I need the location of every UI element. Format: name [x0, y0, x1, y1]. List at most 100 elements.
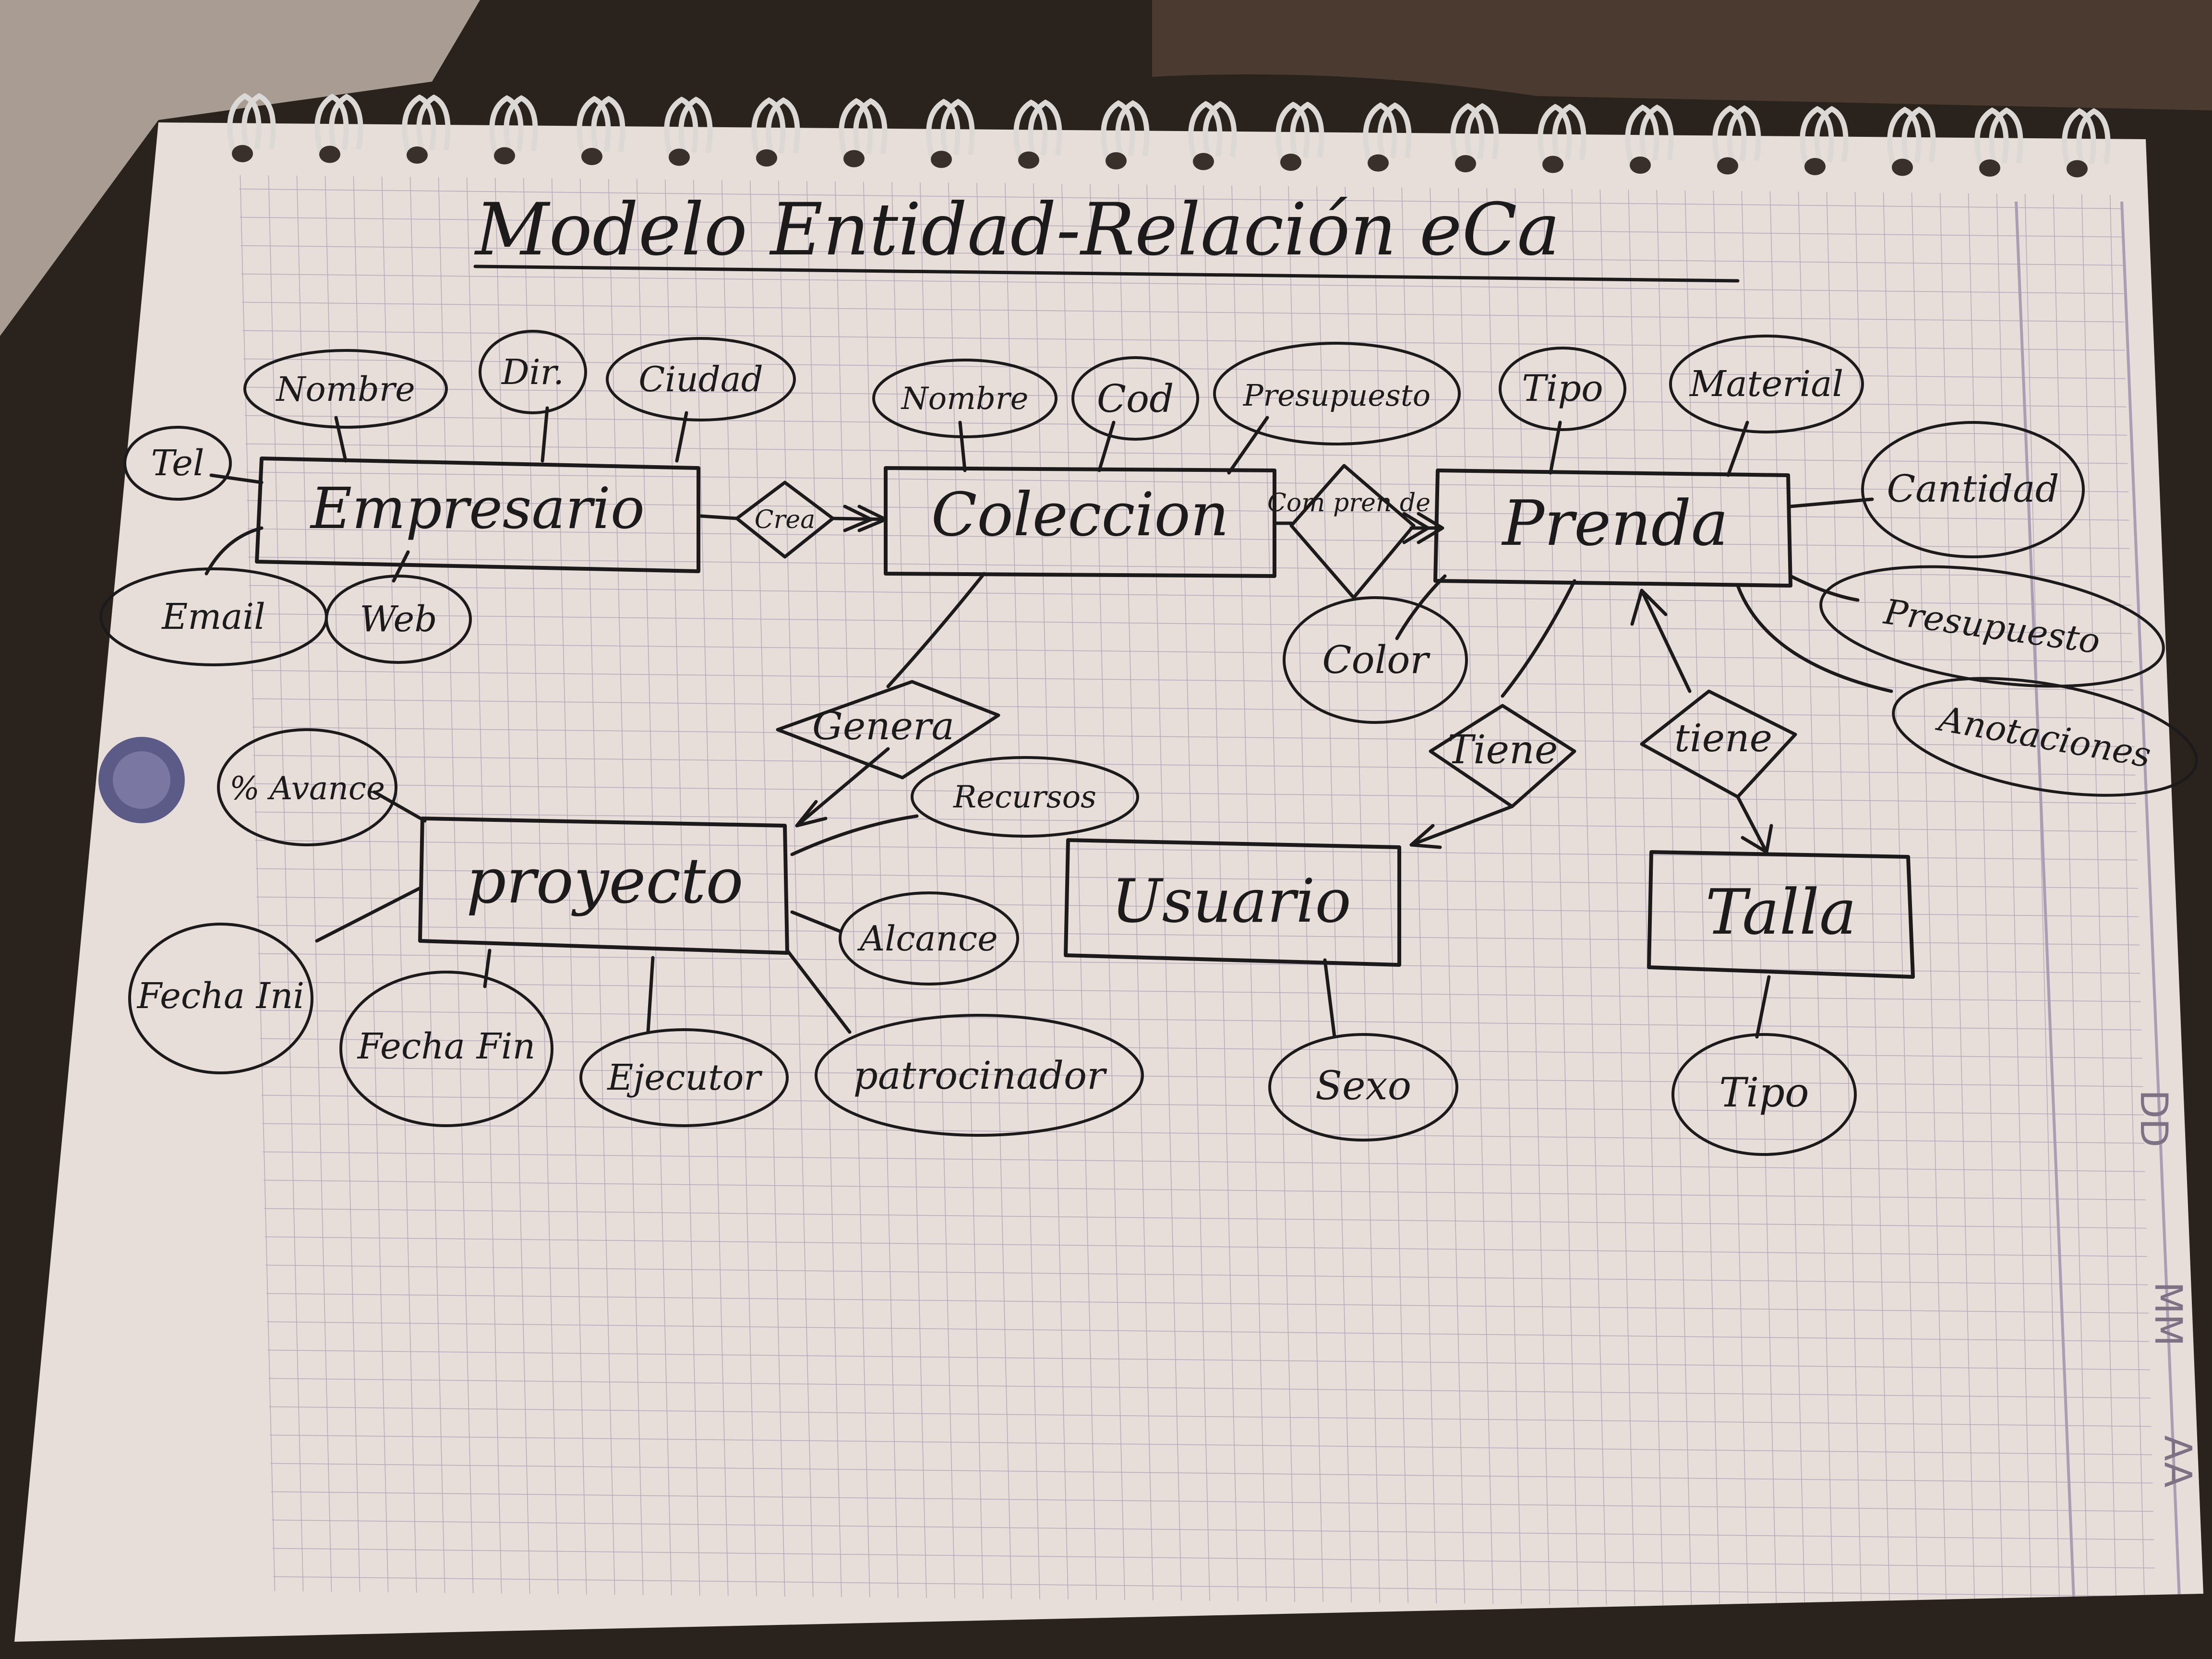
attribute-pre-presupuesto: Presupuesto: [1819, 565, 2165, 688]
spiral-ring: [1363, 102, 1397, 169]
attribute-pro-fechaini: Fecha Ini: [128, 923, 313, 1074]
spiral-ring: [1013, 99, 1048, 166]
year-label: AA: [2156, 1435, 2199, 1488]
spiral-ring: [664, 96, 698, 163]
spiral-ring: [591, 96, 625, 162]
spiral-hole: [1455, 155, 1476, 172]
relationship-label: Crea: [755, 505, 815, 534]
cloth-top-right: [1152, 0, 2212, 110]
attribute-label: Ciudad: [638, 359, 763, 399]
attribute-usu-sexo: Sexo: [1268, 1033, 1458, 1142]
attribute-emp-web: Web: [325, 575, 472, 664]
relationship-label: Com pren de: [1267, 489, 1431, 517]
day-label: DD: [2132, 1090, 2175, 1147]
spiral-hole: [581, 148, 602, 165]
spiral-ring: [504, 95, 538, 162]
attribute-emp-ciudad: Ciudad: [606, 337, 796, 421]
spiral-hole: [407, 146, 428, 164]
attribute-label: % Avance: [229, 770, 385, 807]
attribute-emp-tel: Tel: [123, 426, 232, 501]
spiral-ring: [853, 98, 888, 165]
attribute-col-presupuesto: Presupuesto: [1213, 342, 1461, 445]
spiral-ring: [2076, 108, 2111, 175]
spiral-ring: [1188, 101, 1223, 168]
attribute-pro-fechafin: Fecha Fin: [339, 971, 553, 1127]
spiral-hole: [1892, 158, 1913, 176]
relationship-label: Genera: [812, 704, 954, 748]
attribute-label: Anotaciones: [1933, 698, 2154, 775]
entity-label: Prenda: [1502, 487, 1729, 560]
attribute-label: patrocinador: [854, 1053, 1107, 1098]
spiral-ring: [839, 98, 873, 165]
entity-coleccion: Coleccion: [884, 466, 1276, 578]
spiral-ring: [1814, 106, 1849, 172]
attribute-pro-ejecutor: Ejecutor: [579, 1028, 789, 1127]
attribute-label: Cod: [1097, 376, 1174, 421]
spiral-ring: [489, 95, 524, 162]
spiral-hole: [1018, 151, 1039, 169]
relationship-genera: Genera: [776, 680, 1000, 780]
spiral-ring: [329, 94, 363, 160]
attribute-label: Ejecutor: [606, 1057, 763, 1098]
spiral-hole: [1542, 156, 1563, 173]
spiral-ring: [1887, 107, 1922, 173]
entity-prenda: Prenda: [1433, 469, 1792, 588]
attribute-emp-dir: Dir.: [479, 330, 587, 414]
attribute-pre-cantidad: Cantidad: [1861, 421, 2085, 558]
spiral-ring: [1202, 101, 1237, 168]
spiral-hole: [1804, 158, 1826, 175]
spiral-ring: [227, 93, 262, 159]
attribute-label: Color: [1322, 637, 1431, 682]
spiral-ring: [1290, 101, 1324, 168]
attribute-label: Alcance: [857, 918, 998, 959]
attribute-label: Tipo: [1719, 1069, 1809, 1116]
entity-proyecto: proyecto: [418, 817, 789, 955]
spiral-hole: [1193, 153, 1214, 170]
relationship-label: tiene: [1674, 716, 1772, 760]
spiral-ring: [577, 96, 611, 162]
entity-usuario: Usuario: [1064, 838, 1401, 967]
spiral-hole: [843, 150, 865, 168]
spiral-rings: [227, 93, 2111, 178]
attribute-label: Material: [1689, 363, 1843, 405]
spiral-ring: [1727, 105, 1761, 172]
attribute-col-nombre: Nombre: [872, 359, 1058, 438]
spiral-hole: [1630, 156, 1651, 174]
entity-label: Coleccion: [931, 480, 1229, 550]
entity-empresario: Empresario: [255, 457, 700, 573]
spiral-hole: [1368, 154, 1389, 172]
spiral-hole: [931, 151, 952, 168]
spiral-hole: [669, 148, 690, 166]
spiral-hole: [494, 147, 515, 165]
relationship-label: Tiene: [1447, 727, 1558, 773]
attribute-pre-material: Material: [1669, 335, 1864, 433]
spiral-hole: [1717, 157, 1738, 175]
attribute-pre-anotaciones: Anotaciones: [1892, 677, 2198, 797]
spiral-hole: [232, 145, 253, 162]
entity-talla: Talla: [1647, 850, 1915, 979]
attribute-label: Nombre: [275, 370, 415, 409]
attribute-label: Web: [360, 599, 437, 640]
attribute-label: Presupuesto: [1881, 591, 2103, 662]
attribute-label: Tipo: [1522, 367, 1603, 409]
attribute-emp-email: Email: [99, 567, 328, 666]
attributes: Nombre Dir. Ciudad Tel Email Web Nombre …: [99, 330, 2198, 1156]
spiral-ring: [926, 98, 961, 165]
spiral-hole: [319, 145, 340, 163]
spiral-ring: [1115, 100, 1150, 167]
entity-label: Usuario: [1111, 866, 1351, 936]
attribute-label: Sexo: [1315, 1063, 1411, 1109]
spiral-hole: [2067, 160, 2088, 178]
grid-paper: [239, 175, 2156, 1611]
spiral-ring: [1538, 104, 1572, 170]
relationship-crea: Crea: [735, 481, 835, 559]
spiral-ring: [402, 94, 436, 161]
cloth-top-left: [0, 0, 480, 336]
attribute-pro-patrocinador: patrocinador: [815, 1014, 1144, 1137]
attribute-pre-tipo: Tipo: [1499, 347, 1626, 431]
spiral-ring: [940, 98, 975, 165]
spiral-ring: [416, 94, 451, 161]
